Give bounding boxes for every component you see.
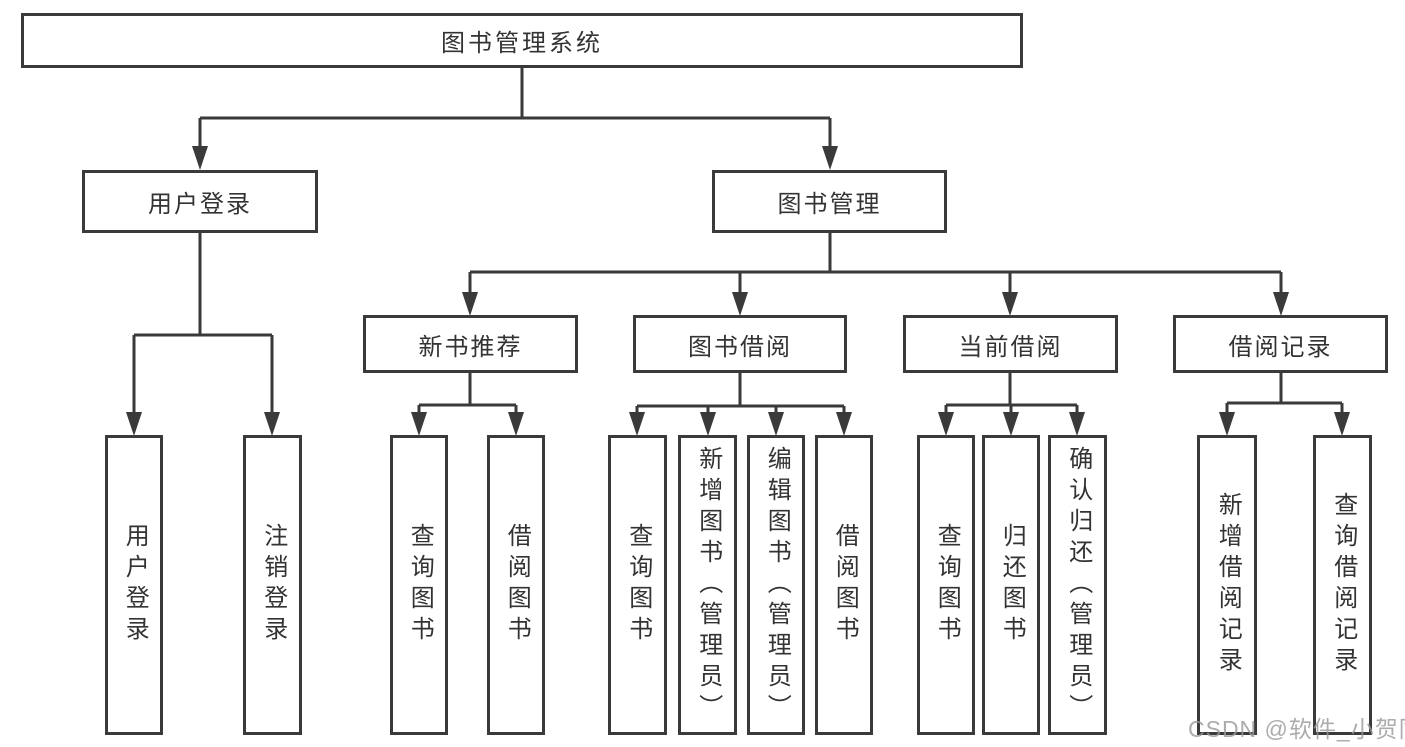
node-label: 确认归还（管理员）: [1064, 445, 1092, 725]
leaf-borrow-books-borrowing-node: 借阅图书: [815, 435, 873, 735]
leaf-query-borrow-record-node: 查询借阅记录: [1313, 435, 1372, 735]
leaf-confirm-return-admin-node: 确认归还（管理员）: [1048, 435, 1107, 735]
node-label: 查询图书: [624, 523, 652, 647]
node-label: 新增借阅记录: [1214, 492, 1242, 678]
node-label: 归还图书: [998, 523, 1026, 647]
group-new-book-recommendation-node: 新书推荐: [363, 315, 578, 373]
branch-user-login-node: 用户登录: [82, 170, 318, 233]
node-label: 查询图书: [933, 523, 961, 647]
group-borrowing-records-node: 借阅记录: [1173, 315, 1388, 373]
node-label: 借阅图书: [503, 523, 531, 647]
leaf-return-books-node: 归还图书: [982, 435, 1040, 735]
node-label: 图书管理系统: [441, 30, 603, 57]
node-label: 图书管理: [777, 191, 882, 218]
leaf-user-login-node: 用户登录: [105, 435, 163, 735]
leaf-borrow-books-recommend-node: 借阅图书: [487, 435, 545, 735]
leaf-logout-node: 注销登录: [243, 435, 302, 735]
root-node: 图书管理系统: [21, 13, 1023, 68]
node-label: 用户登录: [148, 191, 252, 218]
node-label: 图书借阅: [688, 333, 792, 361]
node-label: 新增图书（管理员）: [694, 445, 722, 725]
node-label: 借阅图书: [831, 523, 859, 647]
arrowheads: [126, 146, 1350, 436]
node-label: 注销登录: [259, 523, 287, 647]
node-label: 编辑图书（管理员）: [763, 445, 791, 725]
leaf-add-book-admin-node: 新增图书（管理员）: [678, 435, 737, 735]
group-book-borrowing-node: 图书借阅: [633, 315, 847, 373]
node-label: 查询图书: [406, 523, 434, 647]
node-label: 新书推荐: [418, 333, 523, 361]
node-label: 用户登录: [121, 523, 149, 647]
node-label: 查询借阅记录: [1329, 492, 1357, 678]
node-label: 当前借阅: [958, 333, 1063, 361]
csdn-watermark: CSDN @软件_小贺同学: [1188, 716, 1405, 742]
leaf-edit-book-admin-node: 编辑图书（管理员）: [747, 435, 805, 735]
leaf-query-books-current-node: 查询图书: [917, 435, 975, 735]
group-current-borrowing-node: 当前借阅: [903, 315, 1118, 373]
node-label: 借阅记录: [1228, 333, 1333, 361]
leaf-query-books-borrowing-node: 查询图书: [608, 435, 667, 735]
leaf-query-books-recommend-node: 查询图书: [390, 435, 448, 735]
branch-book-management-node: 图书管理: [712, 170, 947, 233]
leaf-add-borrow-record-node: 新增借阅记录: [1197, 435, 1257, 735]
